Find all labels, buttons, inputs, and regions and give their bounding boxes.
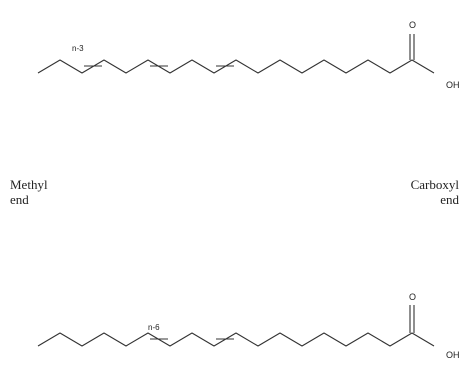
omega-6-molecule: n-6 O OH [37,292,459,360]
methyl-end-label: Methyl end [10,177,48,207]
omega-3-molecule: n-3 O OH [37,20,459,90]
methyl-end-line-1: Methyl [10,177,48,192]
omega-3-carbonyl-o: O [409,20,416,30]
methyl-end-line-2: end [10,192,29,207]
omega-6-carbon-chain [37,332,435,347]
omega-6-hydroxyl-o: OH [446,350,459,360]
carboxyl-end-line-2: end [440,192,459,207]
carboxyl-end-label: Carboxyl end [411,177,459,207]
carboxyl-end-line-1: Carboxyl [410,177,459,192]
omega-3-carbon-chain [37,59,435,74]
omega-6-carbonyl-o: O [409,292,416,302]
omega-3-hydroxyl-o: OH [446,80,459,90]
omega-3-marker: n-3 [72,44,84,53]
omega-6-marker: n-6 [148,323,160,332]
